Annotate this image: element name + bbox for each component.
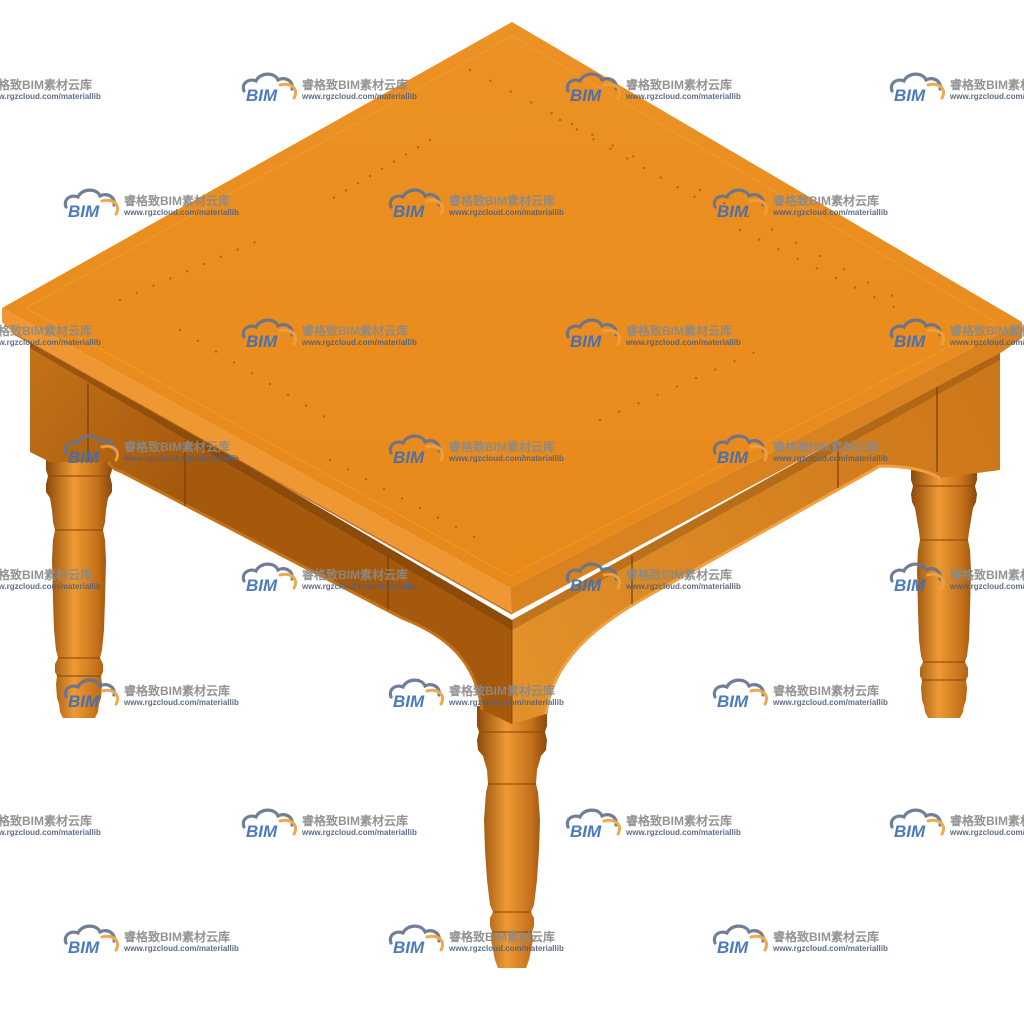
texture-dot <box>550 112 553 115</box>
texture-dot <box>626 157 629 160</box>
texture-dot <box>656 393 659 396</box>
texture-dot <box>698 188 702 192</box>
texture-dot <box>472 535 476 538</box>
texture-dot <box>770 228 774 231</box>
right-slab-shadow <box>512 350 1000 630</box>
texture-dot <box>186 270 189 273</box>
texture-dot <box>818 254 822 258</box>
texture-dot <box>214 350 218 353</box>
table-top-inner-line <box>24 35 998 577</box>
texture-dot <box>738 228 742 232</box>
texture-dot <box>118 298 122 302</box>
table-top-texture <box>118 68 895 538</box>
table-top-right-edge <box>510 322 1022 614</box>
slab-bottom-line <box>13 333 513 615</box>
texture-dot <box>758 238 761 241</box>
texture-dot <box>659 176 662 179</box>
texture-dot <box>752 351 755 354</box>
texture-dot <box>404 153 408 156</box>
left-apron <box>30 338 512 724</box>
texture-dot <box>592 138 595 141</box>
texture-dot <box>346 468 350 471</box>
texture-dot <box>152 284 155 287</box>
texture-dot <box>598 418 602 422</box>
texture-dot <box>250 372 254 375</box>
texture-dot <box>834 276 838 280</box>
left-apron-arch-edge <box>106 461 484 711</box>
texture-dot <box>344 189 348 192</box>
texture-dot <box>509 90 512 93</box>
texture-dot <box>714 368 717 371</box>
texture-dot <box>380 167 384 170</box>
table-top <box>2 22 1022 588</box>
texture-dot <box>558 118 562 122</box>
texture-dot <box>368 174 372 178</box>
texture-dot <box>418 506 422 510</box>
texture-dot <box>866 281 870 284</box>
texture-dot <box>733 360 736 363</box>
texture-dot <box>746 215 750 218</box>
texture-dot <box>304 404 308 407</box>
texture-dot <box>591 133 594 136</box>
texture-dot <box>611 144 614 147</box>
texture-dot <box>178 328 182 332</box>
texture-dot <box>892 305 895 308</box>
texture-dot <box>392 160 396 163</box>
texture-dot <box>196 339 200 342</box>
texture-dot <box>428 138 432 142</box>
texture-dot <box>268 382 272 386</box>
texture-dot <box>416 146 420 149</box>
texture-dot <box>436 516 440 519</box>
texture-dot <box>675 385 678 388</box>
texture-dot <box>637 402 640 405</box>
texture-dot <box>135 291 138 294</box>
texture-dot <box>693 195 696 198</box>
texture-dot <box>489 79 492 83</box>
texture-dot <box>169 277 172 280</box>
texture-dot <box>454 526 458 529</box>
texture-dot <box>694 376 698 380</box>
apron-panel-lines <box>87 384 938 610</box>
texture-dot <box>794 241 798 244</box>
texture-dot <box>873 296 876 299</box>
texture-dot <box>815 267 818 270</box>
texture-dot <box>253 241 256 244</box>
left-leg <box>46 452 112 718</box>
right-leg <box>911 462 977 718</box>
texture-dot <box>642 166 646 170</box>
front-leg <box>477 706 547 968</box>
right-apron-arch-edge <box>544 464 941 715</box>
table-legs <box>46 452 977 968</box>
texture-dot <box>722 202 726 205</box>
texture-dot <box>609 147 612 150</box>
texture-dot <box>286 393 290 396</box>
texture-dot <box>356 182 360 185</box>
texture-dot <box>328 458 332 462</box>
texture-dot <box>890 294 894 297</box>
texture-dot <box>232 361 236 364</box>
texture-dot <box>570 122 574 126</box>
texture-dot <box>322 415 326 418</box>
texture-dot <box>236 248 239 251</box>
texture-dot <box>575 128 578 131</box>
texture-dot <box>202 262 206 266</box>
texture-dot <box>796 257 799 260</box>
texture-dot <box>468 68 472 72</box>
table-top-left-edge <box>2 308 512 614</box>
texture-dot <box>854 286 857 289</box>
texture-dot <box>219 255 222 258</box>
texture-dot <box>618 410 621 413</box>
texture-dot <box>676 186 679 189</box>
texture-dot <box>332 196 336 199</box>
texture-dot <box>842 268 846 271</box>
texture-dot <box>530 101 533 104</box>
texture-dot <box>777 248 780 251</box>
texture-dot <box>382 487 386 490</box>
texture-dot <box>364 478 368 481</box>
texture-dot <box>400 497 404 500</box>
right-apron <box>512 350 1000 724</box>
texture-dot <box>632 155 635 158</box>
